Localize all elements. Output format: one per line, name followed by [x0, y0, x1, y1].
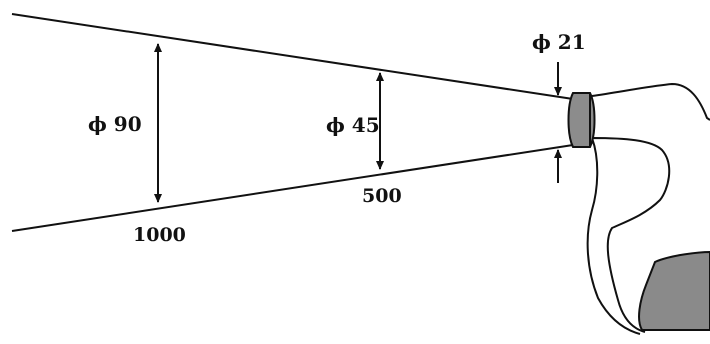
label-distance-mid: 500 [362, 185, 402, 207]
label-diameter-near: ϕ 21 [532, 30, 586, 54]
label-diameter-far: ϕ 90 [88, 112, 142, 136]
label-distance-far: 1000 [133, 224, 186, 246]
label-diameter-mid: ϕ 45 [326, 113, 380, 137]
thermometer-body-outline [586, 82, 710, 335]
beam-lower-edge [11, 144, 574, 232]
beam-upper-edge [11, 13, 574, 100]
grip-shaded-panel [638, 250, 710, 331]
